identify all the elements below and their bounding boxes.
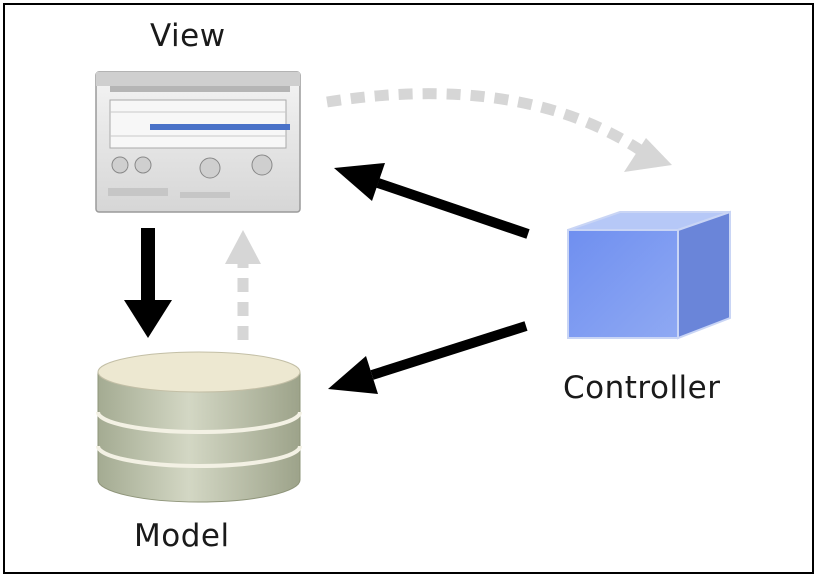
arrow-controller-to-view	[334, 163, 530, 239]
arrow-controller-to-model	[328, 321, 528, 394]
model-label: Model	[134, 518, 230, 554]
controller-label: Controller	[563, 370, 721, 406]
dashed-arrow-view-to-controller	[326, 88, 672, 172]
cube-icon	[567, 210, 731, 340]
app-window-icon	[95, 71, 301, 213]
arrow-view-to-model	[124, 228, 172, 338]
view-label: View	[150, 18, 226, 54]
dashed-arrow-model-to-view	[225, 230, 261, 340]
database-cylinder-icon	[96, 351, 302, 503]
